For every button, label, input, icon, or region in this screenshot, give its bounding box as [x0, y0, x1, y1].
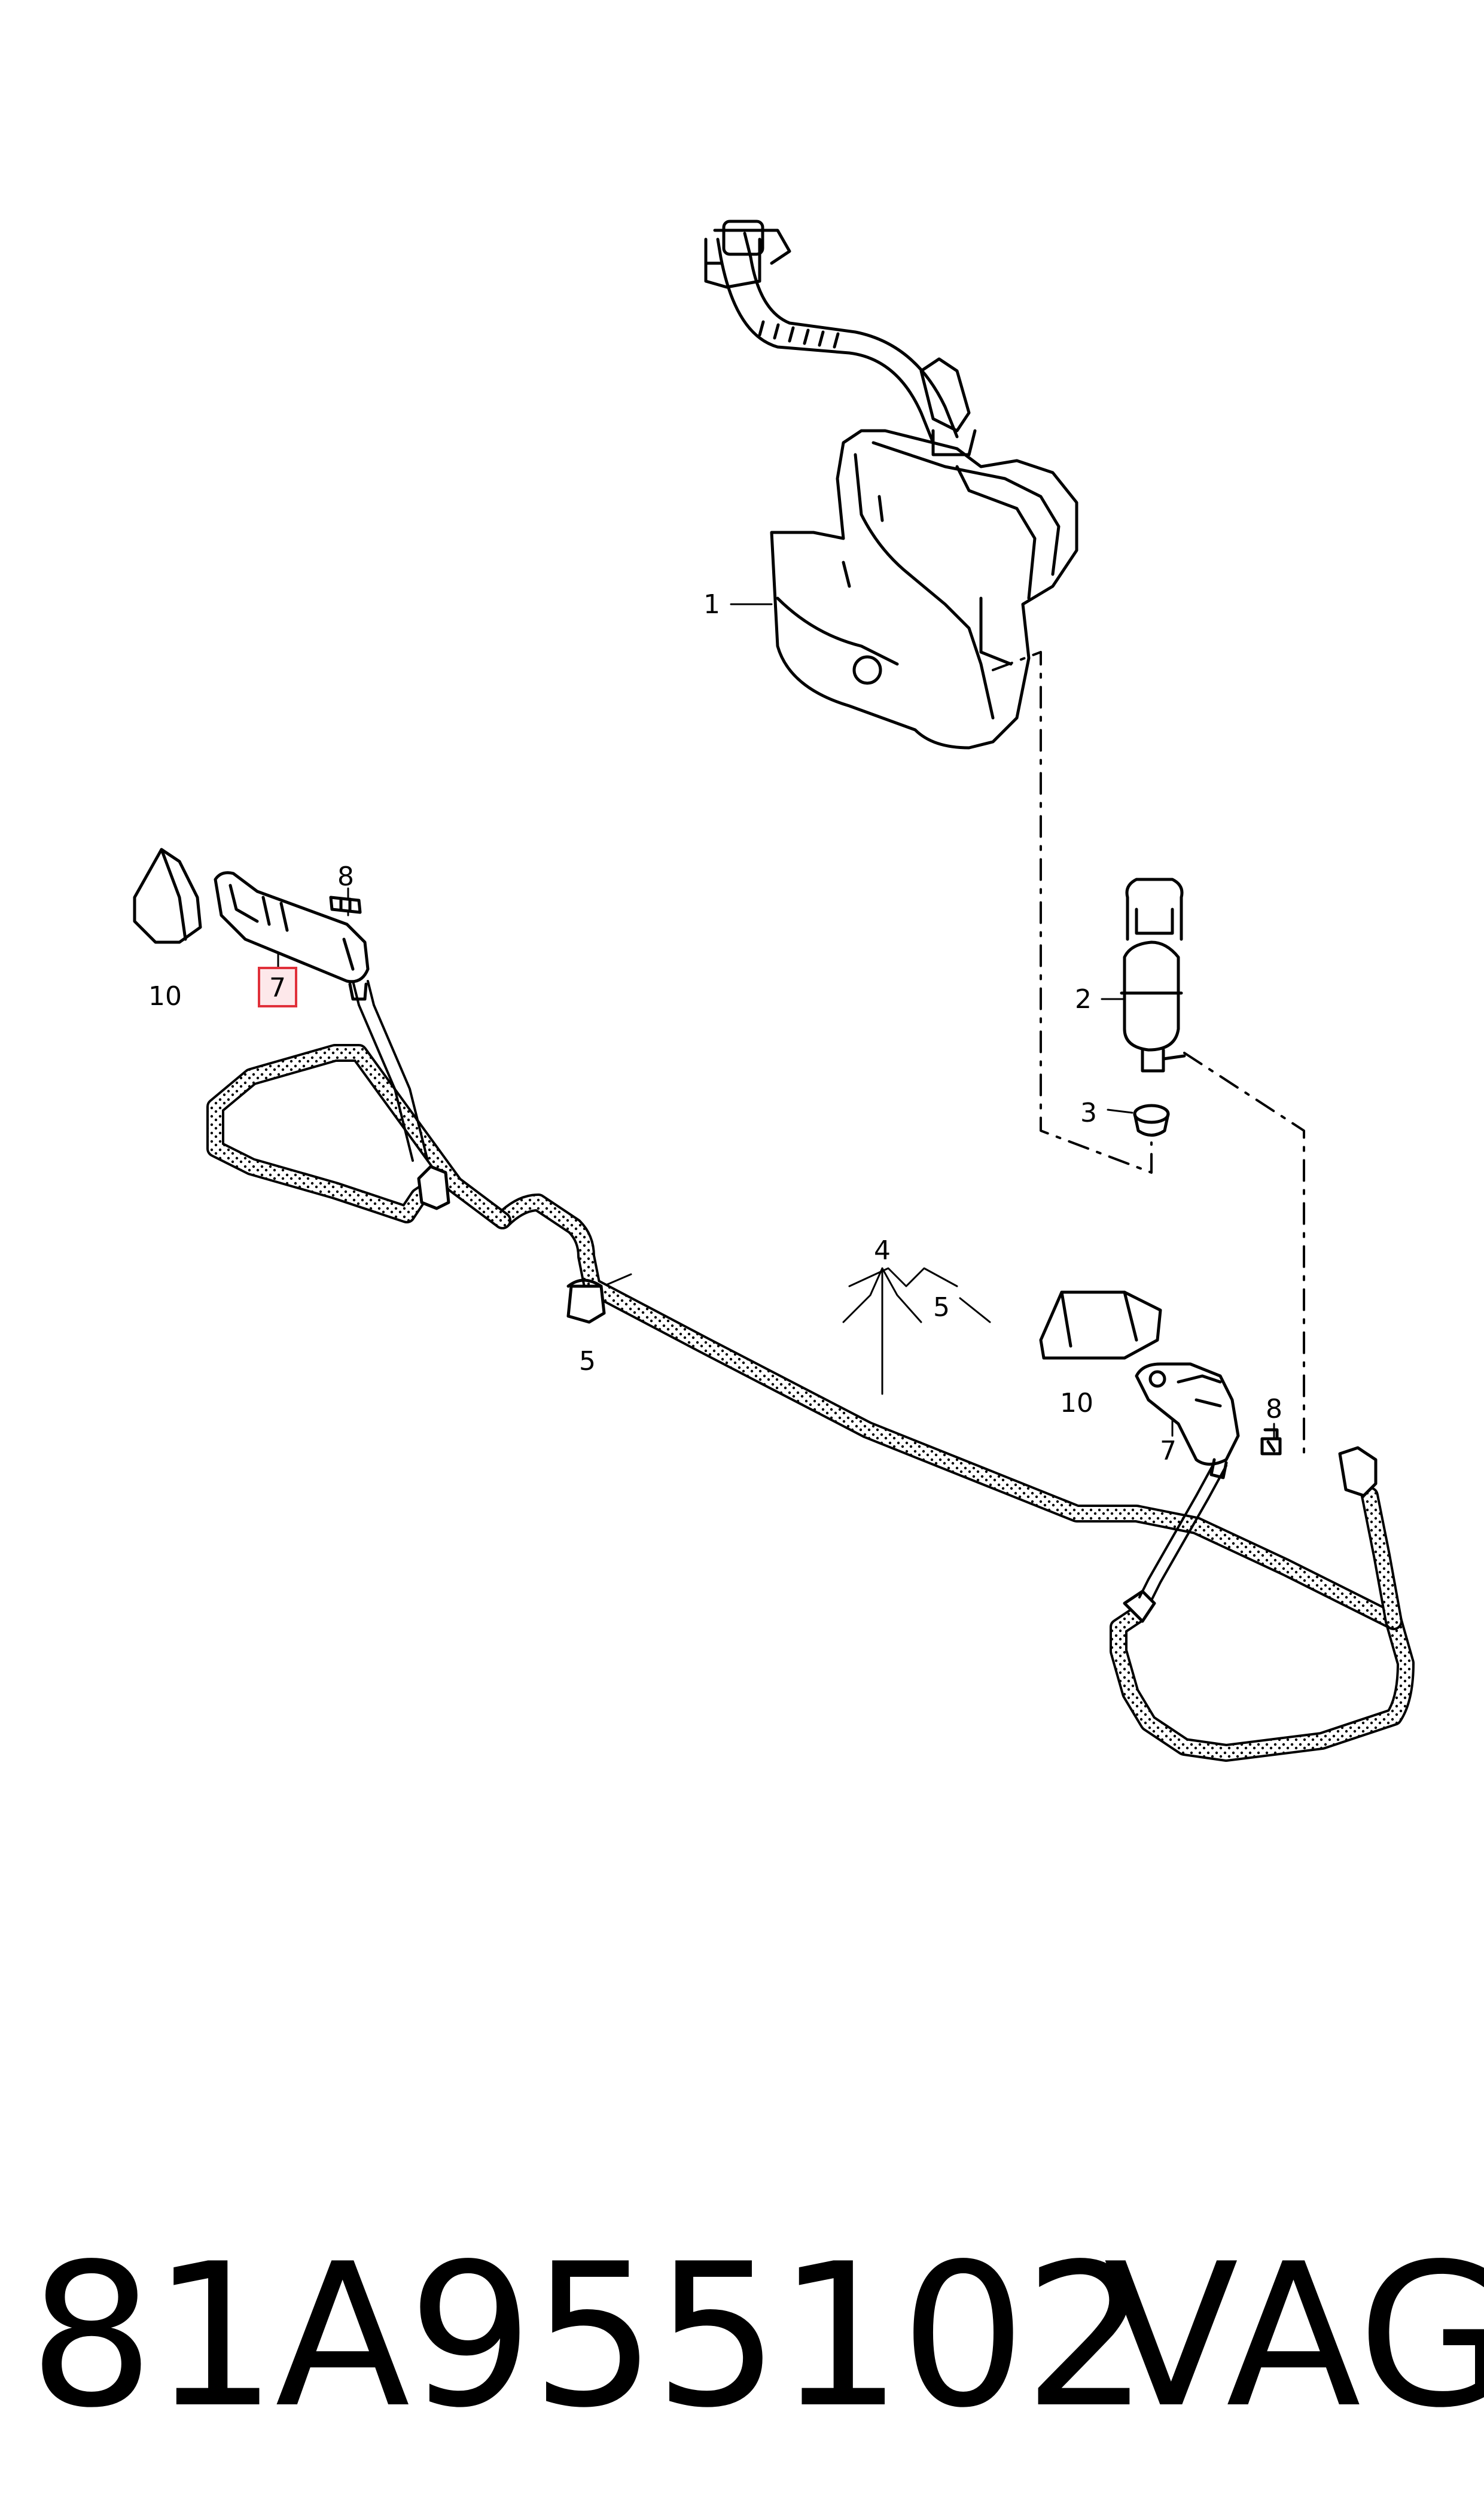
filler-neck: [704, 220, 977, 456]
callout-1: 1: [703, 589, 720, 620]
hose-assembly: [206, 1044, 1415, 1762]
part-number: 81A955102: [29, 2221, 1149, 2451]
highlight-box: [258, 967, 297, 1007]
callout-labels: 1 2 3 4 5 5 7 7 8 8 10 10: [148, 589, 1282, 1466]
callout-5-lower: 5: [579, 1346, 596, 1377]
nozzle-right: [1135, 1362, 1240, 1479]
nozzle-left: [214, 871, 370, 1001]
callout-8-right: 8: [1266, 1394, 1282, 1424]
callout-10-left: 10: [148, 981, 182, 1012]
callout-2: 2: [1075, 984, 1092, 1015]
callout-7-left: 7: [269, 973, 286, 1003]
cap-left: [133, 848, 202, 944]
callout-10-right: 10: [1060, 1388, 1093, 1418]
washer-pump: [1120, 878, 1186, 1073]
callout-7-right: 7: [1160, 1436, 1177, 1466]
hose-clip: [566, 1278, 606, 1324]
grommet: [1133, 1104, 1170, 1137]
callout-3: 3: [1080, 1098, 1097, 1128]
brand-label: VAG: [1104, 2221, 1484, 2451]
washer-reservoir: [770, 429, 1078, 750]
cap-right: [1039, 1290, 1162, 1360]
bolt-right: [1260, 1428, 1282, 1456]
assembly-lines: [992, 651, 1305, 1455]
footer: 81A955102 VAG: [0, 2190, 1484, 2501]
callout-8-left: 8: [337, 861, 354, 892]
callout-5-upper: 5: [933, 1292, 950, 1323]
feed-lines: [352, 980, 1227, 1601]
bolt-left: [329, 896, 362, 914]
callout-4: 4: [874, 1235, 891, 1266]
